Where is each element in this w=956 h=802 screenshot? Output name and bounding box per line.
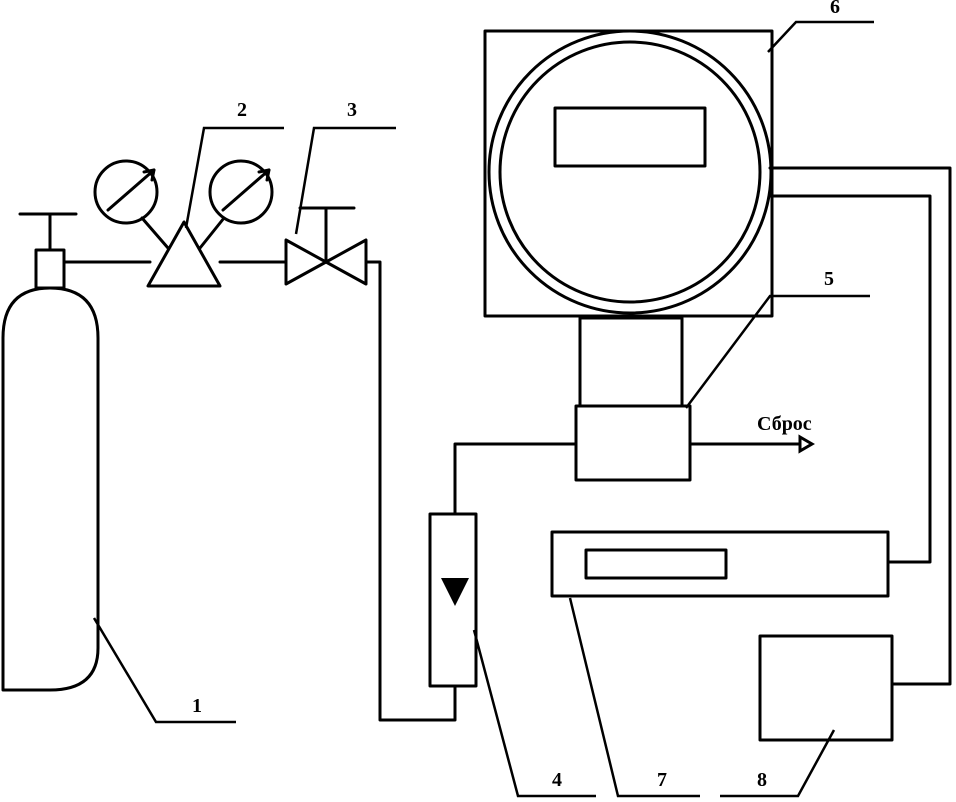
leader-8 xyxy=(720,729,836,798)
cable-analyzer-indicator xyxy=(768,194,932,564)
leader-4 xyxy=(472,629,596,798)
label-5: 5 xyxy=(824,268,834,290)
indicator-display xyxy=(584,548,728,580)
leader-2 xyxy=(184,126,284,229)
analyzer-neck xyxy=(578,316,684,408)
label-1: 1 xyxy=(192,695,202,717)
analyzer-display xyxy=(553,106,707,168)
pipe-valve-rotameter xyxy=(364,260,457,722)
vent-arrow-icon xyxy=(798,434,815,454)
label-4: 4 xyxy=(552,769,562,791)
gauge-icon xyxy=(208,159,274,225)
gas-cylinder xyxy=(1,212,100,692)
gas-analyzer xyxy=(483,29,774,408)
leader-1 xyxy=(92,617,236,724)
leader-7 xyxy=(568,597,700,798)
label-3: 3 xyxy=(347,99,357,121)
label-6: 6 xyxy=(830,0,840,18)
cable-analyzer-recorder xyxy=(768,166,952,686)
label-7: 7 xyxy=(657,769,667,791)
label-2: 2 xyxy=(237,99,247,121)
vent-label: Сброс xyxy=(757,413,812,435)
pipe-rotameter-adapter xyxy=(453,442,578,516)
pressure-reducer xyxy=(93,159,274,288)
rotameter xyxy=(428,512,478,688)
recorder xyxy=(758,634,894,742)
leader-5 xyxy=(685,294,870,409)
gauge-icon xyxy=(93,159,159,225)
flow-adapter xyxy=(574,404,692,482)
label-8: 8 xyxy=(757,769,767,791)
indicator-unit xyxy=(550,530,890,598)
leader-6 xyxy=(767,20,874,53)
leader-3 xyxy=(294,126,396,235)
